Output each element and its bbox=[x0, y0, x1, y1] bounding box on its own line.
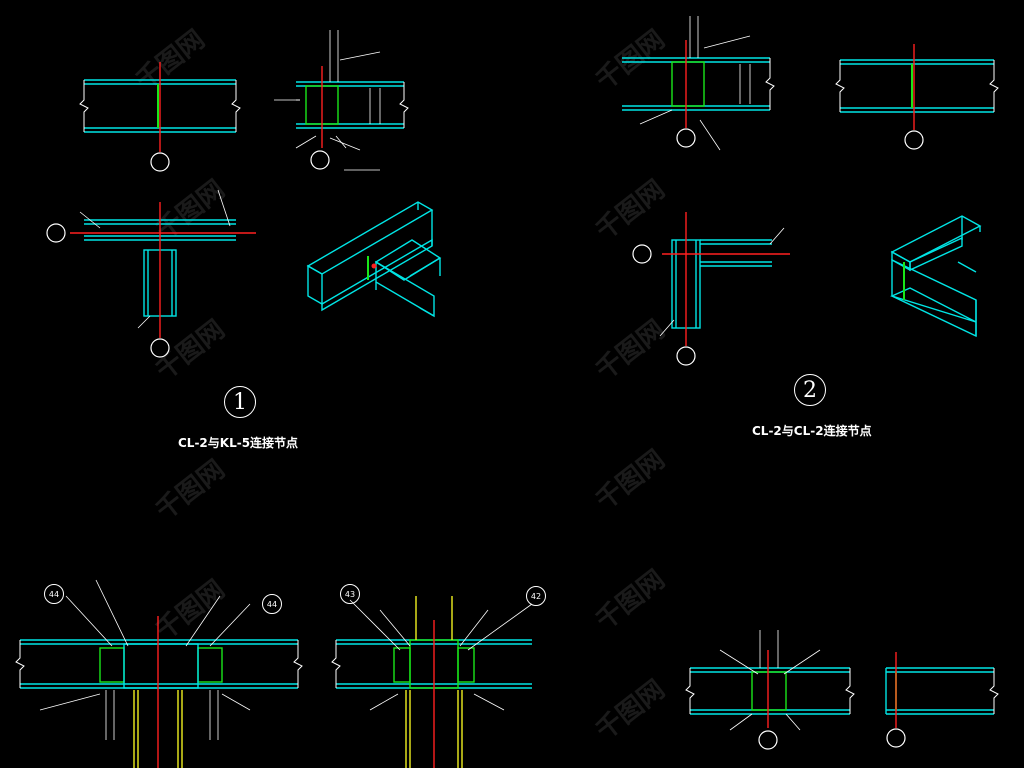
axis-bubble bbox=[310, 150, 330, 170]
tag-42: 42 bbox=[526, 586, 546, 606]
node2-beam-elevation bbox=[835, 59, 999, 113]
node5-beam-elevation bbox=[885, 667, 999, 715]
node2-connection-detail bbox=[622, 40, 775, 128]
axis-bubble bbox=[150, 338, 170, 358]
node1-dimension-lines bbox=[274, 30, 381, 171]
tag-44-left: 44 bbox=[44, 584, 64, 604]
node1-isometric bbox=[306, 201, 442, 318]
axis-bubble bbox=[150, 152, 170, 172]
axis-bubble bbox=[886, 728, 906, 748]
axis-bubble bbox=[632, 244, 652, 264]
node2-number: 2 bbox=[794, 374, 826, 406]
node1-connection-detail bbox=[296, 66, 409, 148]
tag-44-right: 44 bbox=[262, 594, 282, 614]
axis-bubble bbox=[46, 223, 66, 243]
axis-bubble bbox=[904, 130, 924, 150]
axis-bubble bbox=[758, 730, 778, 750]
node1-number: 1 bbox=[224, 386, 256, 418]
node4-connection-detail bbox=[331, 639, 532, 689]
axis-bubble bbox=[676, 346, 696, 366]
node2-caption: CL-2与CL-2连接节点 bbox=[752, 424, 872, 438]
tag-43: 43 bbox=[340, 584, 360, 604]
node2-isometric bbox=[890, 215, 982, 338]
node3-connection-detail bbox=[15, 639, 303, 689]
node1-caption: CL-2与KL-5连接节点 bbox=[178, 436, 299, 450]
axis-bubble bbox=[676, 128, 696, 148]
node2-plan-view bbox=[671, 239, 772, 329]
node5-connection-detail bbox=[685, 650, 855, 728]
